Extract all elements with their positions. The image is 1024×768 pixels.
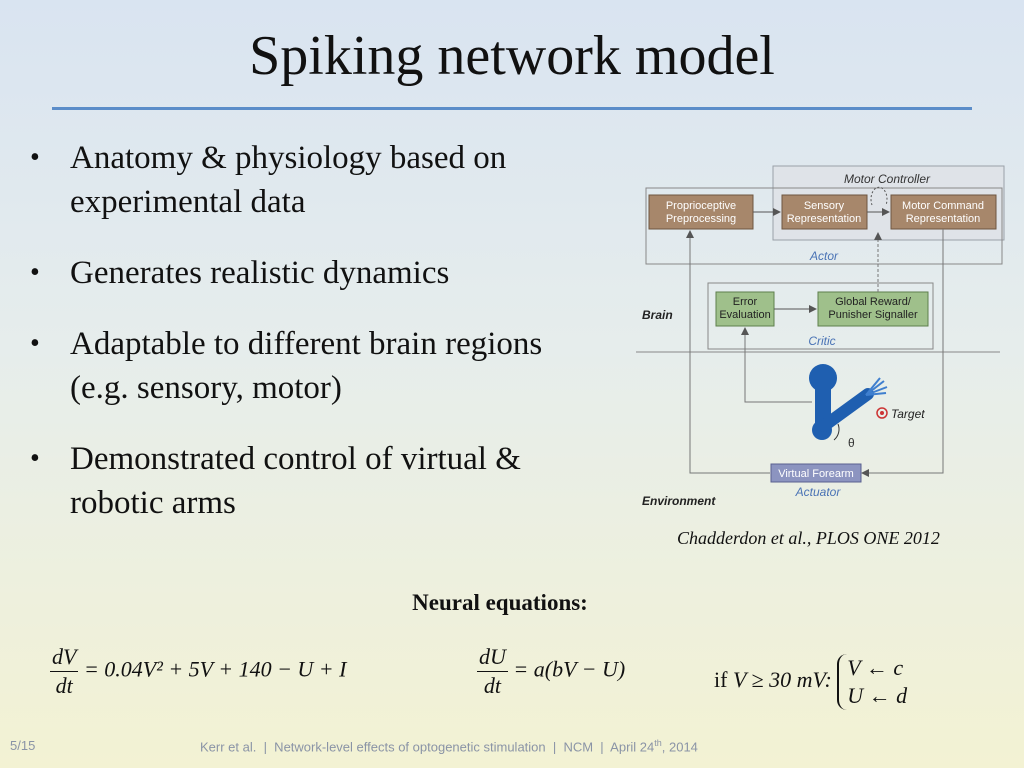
equation-rhs: = 0.04V² + 5V + 140 − U + I	[83, 656, 347, 682]
fraction-denominator: dt	[483, 673, 501, 698]
error-label-2: Evaluation	[719, 309, 770, 321]
bullet-text: Demonstrated control of virtual & roboti…	[70, 441, 521, 521]
equation-rhs: = a(bV − U)	[513, 656, 626, 682]
environment-label: Environment	[642, 494, 716, 508]
theta-label: θ	[848, 436, 855, 450]
actor-outline	[645, 187, 1003, 265]
fraction-numerator: dV	[50, 643, 79, 672]
reward-label-2: Punisher Signaller	[828, 309, 918, 321]
footer-superscript: th	[654, 738, 662, 748]
fraction-denominator: dt	[55, 673, 73, 698]
bullet-item: • Generates realistic dynamics	[28, 251, 598, 295]
bullet-icon: •	[30, 443, 40, 474]
feedback-line	[686, 230, 770, 474]
motor-command-label-2: Representation	[906, 213, 981, 225]
bullet-item: • Demonstrated control of virtual & robot…	[28, 437, 598, 525]
bullet-text: Adaptable to different brain regions (e.…	[70, 326, 543, 406]
footer-main: Kerr et al. | Network-level effects of o…	[200, 739, 655, 755]
motor-controller-label: Motor Controller	[844, 172, 931, 186]
angle-arc	[833, 423, 840, 441]
critic-label: Critic	[808, 334, 835, 348]
reset-cases: V ← c U ← d	[837, 654, 907, 710]
footer-text: Kerr et al. | Network-level effects of o…	[200, 738, 698, 754]
arm-icon	[809, 364, 888, 440]
proprioceptive-box	[648, 194, 754, 230]
figure-citation: Chadderdon et al., PLOS ONE 2012	[677, 528, 940, 548]
bullet-text: Generates realistic dynamics	[70, 255, 450, 291]
proprioceptive-label-2: Preprocessing	[666, 213, 736, 225]
slide-title: Spiking network model	[249, 25, 775, 87]
model-diagram: Motor Controller Proprioceptive Preproce…	[636, 165, 1005, 508]
motor-command-box	[890, 194, 997, 230]
bullet-text: Anatomy & physiology based on experiment…	[70, 140, 507, 220]
target-label: Target	[891, 407, 925, 421]
virtual-forearm-box	[770, 463, 862, 483]
virtual-forearm-label: Virtual Forearm	[778, 468, 854, 480]
bullet-icon: •	[30, 257, 40, 288]
page-number: 5/15	[10, 738, 36, 753]
critic-outline	[707, 282, 934, 350]
actuator-label: Actuator	[795, 485, 842, 499]
error-evaluation-box	[715, 291, 775, 327]
reward-signaller-box	[817, 291, 929, 327]
target-icon	[876, 407, 888, 419]
bullet-item: • Adaptable to different brain regions (e…	[28, 322, 598, 410]
reward-label-1: Global Reward/	[835, 296, 912, 308]
reset-case: V ← c	[847, 655, 904, 680]
condition-prefix: if	[714, 667, 728, 693]
bullet-list: • Anatomy & physiology based on experimen…	[28, 136, 598, 552]
sensory-label-1: Sensory	[804, 200, 845, 212]
sensory-label-2: Representation	[787, 213, 862, 225]
reset-case: U ← d	[847, 683, 908, 708]
reset-condition: if V ≥ 30 mV: V ← c U ← d	[714, 654, 907, 710]
feedback-line	[861, 229, 944, 477]
fraction-numerator: dU	[477, 643, 508, 672]
loop-arrow	[870, 186, 888, 206]
motor-command-label-1: Motor Command	[902, 200, 984, 212]
condition-expression: V ≥ 30 mV:	[732, 667, 832, 693]
bullet-icon: •	[30, 328, 40, 359]
bullet-item: • Anatomy & physiology based on experimen…	[28, 136, 598, 224]
brain-label: Brain	[642, 308, 673, 322]
footer-year: , 2014	[661, 739, 698, 755]
bullet-icon: •	[30, 142, 40, 173]
error-label-1: Error	[733, 296, 758, 308]
feedback-line	[741, 327, 812, 403]
equations-heading: Neural equations:	[412, 590, 588, 615]
actor-label: Actor	[809, 249, 839, 263]
title-underline	[52, 107, 972, 110]
proprioceptive-label-1: Proprioceptive	[666, 200, 736, 212]
